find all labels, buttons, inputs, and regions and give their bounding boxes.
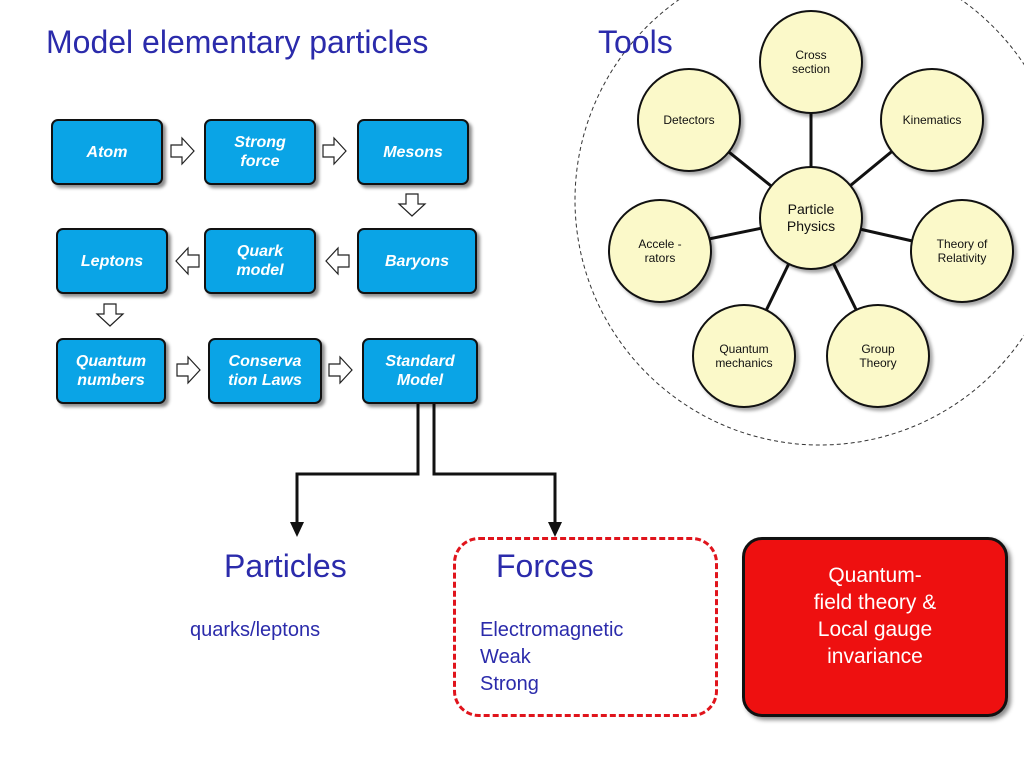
arrow-left-icon (175, 246, 200, 276)
arrow-left-icon (325, 246, 350, 276)
box-leptons: Leptons (56, 228, 168, 294)
box-strong-force: Strong force (204, 119, 316, 185)
main-title: Model elementary particles (46, 24, 429, 60)
particles-text: quarks/leptons (190, 619, 321, 641)
tool-quantum-mechanics: Quantum mechanics (692, 304, 796, 408)
box-quantum-numbers: Quantum numbers (56, 338, 166, 404)
box-conservation-laws: Conserva tion Laws (208, 338, 322, 404)
forces-box (453, 537, 718, 717)
tool-kinematics: Kinematics (880, 68, 984, 172)
tool-particle-physics: Particle Physics (759, 166, 863, 270)
qft-box: Quantum- field theory & Local gauge inva… (742, 537, 1008, 717)
branch-connectors (295, 404, 557, 525)
tool-group-theory: Group Theory (826, 304, 930, 408)
box-atom: Atom (51, 119, 163, 185)
arrow-down-icon (548, 522, 562, 537)
box-mesons: Mesons (357, 119, 469, 185)
forces-heading: Forces (496, 548, 594, 584)
arrow-right-icon (176, 355, 201, 385)
tool-theory-of-relativity: Theory of Relativity (910, 199, 1014, 303)
flow-arrows (95, 136, 427, 385)
arrow-right-icon (328, 355, 353, 385)
box-standard-model: Standard Model (362, 338, 478, 404)
arrow-down-icon (95, 303, 125, 327)
box-baryons: Baryons (357, 228, 477, 294)
tool-detectors: Detectors (637, 68, 741, 172)
tools-title: Tools (598, 24, 673, 60)
arrow-right-icon (322, 136, 347, 166)
arrow-right-icon (170, 136, 195, 166)
tool-accelerators: Accele - rators (608, 199, 712, 303)
box-quark-model: Quark model (204, 228, 316, 294)
particles-heading: Particles (224, 548, 347, 584)
tool-cross-section: Cross section (759, 10, 863, 114)
arrow-down-icon (290, 522, 304, 537)
arrow-down-icon (397, 193, 427, 217)
forces-text: Electromagnetic Weak Strong (480, 619, 624, 695)
